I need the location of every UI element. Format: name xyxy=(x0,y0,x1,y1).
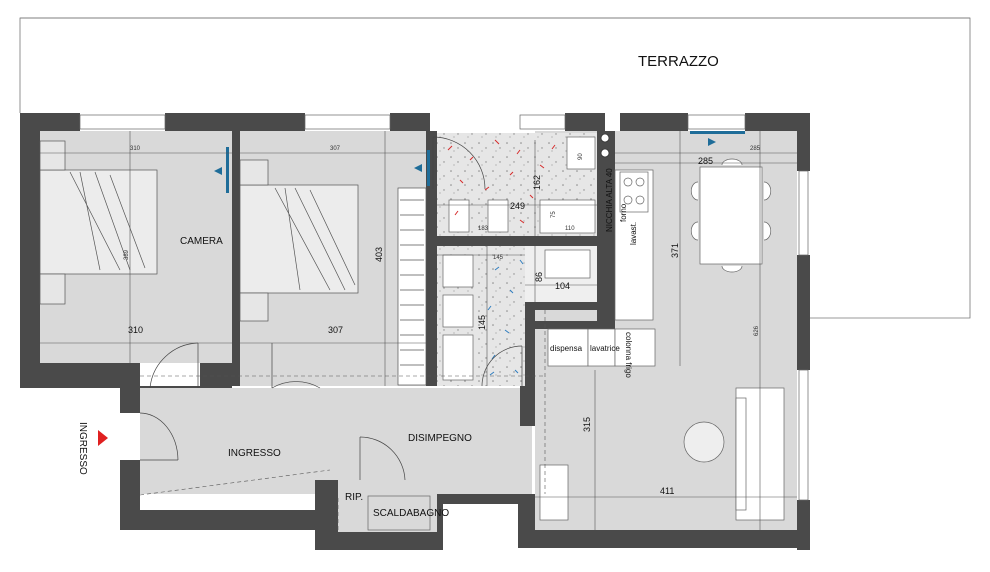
bathroom-fixtures xyxy=(442,136,596,381)
round-fixtures xyxy=(600,133,610,158)
kitchen xyxy=(547,169,656,367)
dim-bath1-b: 110 xyxy=(565,226,575,232)
dining-table xyxy=(690,158,772,273)
dim-living-total-h: 626 xyxy=(754,325,760,336)
dim-bath2-lower: 145 xyxy=(477,315,487,330)
dim-bed1-height: 389 xyxy=(124,249,130,260)
label-colonna-frigo: colonna frigo xyxy=(624,332,633,378)
dim-bed1-bottom: 310 xyxy=(128,325,143,335)
room-camera: CAMERA xyxy=(180,236,223,247)
dim-bath1-h: 162 xyxy=(532,175,542,190)
label-lavatrice: lavatrice xyxy=(590,344,620,353)
scaldabagno-box xyxy=(367,495,431,531)
blue-markers xyxy=(214,131,745,193)
dimension-lines xyxy=(40,131,797,530)
dim-bath2-c: 104 xyxy=(555,281,570,291)
dim-bath1-a: 183 xyxy=(478,226,489,232)
dim-bath1-d: 90 xyxy=(578,153,584,160)
label-lavast: lavast. xyxy=(629,222,638,245)
dim-living-w-top: 285 xyxy=(698,156,713,166)
dim-living-h1: 371 xyxy=(670,243,680,258)
dim-bed2-top: 307 xyxy=(330,146,341,152)
dim-bath1-c: 75 xyxy=(551,211,557,218)
walls xyxy=(20,113,810,550)
dim-living-w-top-small: 285 xyxy=(750,146,761,152)
room-ingresso: INGRESSO xyxy=(228,448,281,459)
dim-living-w-bottom: 411 xyxy=(660,486,674,496)
label-ingresso-arrow: INGRESSO xyxy=(77,422,88,475)
dashed-lines xyxy=(139,310,546,532)
entry-arrow-icon xyxy=(98,430,108,446)
dim-bath2-w: 145 xyxy=(493,255,504,261)
dim-bath2-h: 86 xyxy=(534,272,544,282)
bed-2 xyxy=(239,159,427,386)
room-terrazzo: TERRAZZO xyxy=(638,53,719,70)
tile-markers xyxy=(447,139,556,376)
label-nicchia: NICCHIA ALTA 40 xyxy=(605,168,614,232)
doors xyxy=(139,136,523,481)
dim-bath1-w: 249 xyxy=(510,201,525,211)
room-disimpegno: DISIMPEGNO xyxy=(408,433,472,444)
bed-1 xyxy=(39,140,158,305)
dim-bed2-bottom: 307 xyxy=(328,325,343,335)
dim-living-h2: 315 xyxy=(582,417,592,432)
label-forno: forno xyxy=(619,203,628,222)
label-dispensa: dispensa xyxy=(550,344,583,353)
tv-cabinet xyxy=(539,464,569,521)
windows xyxy=(79,114,809,501)
dim-bed2-height: 403 xyxy=(374,247,384,262)
room-rip: RIP. xyxy=(345,492,363,503)
dim-bed1-top: 310 xyxy=(130,146,141,152)
room-scaldabagno: SCALDABAGNO xyxy=(373,508,449,519)
